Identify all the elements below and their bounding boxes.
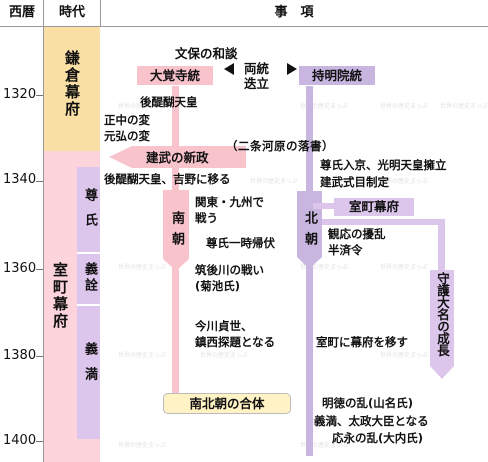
shugo-line: [438, 219, 445, 271]
header-events: 事 項: [274, 5, 314, 20]
watermark: 世界の歴史まっぷ: [440, 103, 488, 110]
event-chikugo-1: 筑後川の戦い: [195, 263, 264, 277]
event-godaigo: 後醍醐天皇: [140, 95, 198, 109]
event-imagawa-2: 鎮西探題となる: [195, 335, 276, 349]
event-chikugo-2: (菊池氏): [195, 279, 241, 293]
watermark: 世界の歴史まっぷ: [118, 103, 166, 110]
bakufu-box: 室町幕府: [334, 198, 414, 216]
shugo-shape: [430, 270, 454, 379]
event-meitoku: 明徳の乱(山名氏): [322, 396, 414, 410]
event-yoshimitsu-chancellor: 義満、太政大臣となる: [314, 414, 429, 428]
header-row: [0, 0, 488, 27]
jimyoin-box: 持明院統: [299, 66, 375, 85]
year-tick: [36, 95, 43, 96]
year-tick: [36, 269, 43, 270]
unify-box: 南北朝の合体: [163, 393, 291, 414]
year-label: 1380: [3, 348, 37, 363]
event-shochu: 正中の変: [104, 113, 150, 127]
era-kamakura-bar: [44, 27, 100, 151]
shogun-divider: [77, 304, 100, 306]
era-kamakura-label: 鎌倉幕府: [63, 50, 81, 118]
event-ryoto-1: 両統: [244, 61, 270, 76]
event-imagawa-1: 今川貞世、: [195, 319, 253, 333]
column-divider: [100, 0, 101, 26]
watermark: 世界の歴史まっぷ: [118, 264, 166, 271]
daikakuji-box: 大覚寺統: [137, 66, 213, 85]
event-kanto-1: 関東・九州で: [195, 195, 264, 209]
shogun-divider: [77, 252, 100, 254]
event-move: 室町に幕府を移す: [316, 335, 408, 349]
column-divider: [43, 0, 44, 462]
south-court-shape: [163, 190, 189, 271]
watermark: 世界の歴史まっぷ: [300, 103, 348, 110]
event-kanno: 観応の擾乱: [328, 227, 386, 241]
event-yoshino: 後醍醐天皇、吉野に移る: [104, 172, 231, 186]
watermark: 世界の歴史まっぷ: [300, 442, 348, 449]
shugo-connector: [322, 219, 444, 225]
bakufu-connector: [313, 203, 335, 209]
era-muromachi-label: 室町幕府: [51, 262, 69, 330]
event-ryoto-2: 迭立: [244, 76, 270, 91]
event-nijogawara: （二条河原の落書）: [226, 139, 334, 153]
header-year: 西暦: [8, 5, 35, 20]
north-court-shape: [297, 191, 322, 269]
north-court-line: [306, 86, 313, 456]
north-court-label: 北朝: [302, 211, 317, 253]
year-label: 1340: [3, 172, 37, 187]
watermark: 世界の歴史まっぷ: [250, 178, 298, 185]
watermark: 世界の歴史まっぷ: [118, 442, 166, 449]
header-era: 時代: [58, 5, 85, 20]
event-hanzei: 半済令: [328, 243, 363, 257]
watermark: 世界の歴史まっぷ: [300, 264, 348, 271]
shogun-takauji: 尊氏: [82, 188, 97, 238]
event-kenmu: 建武の新政: [146, 150, 209, 165]
south-court-label: 南朝: [169, 211, 184, 253]
event-return: 尊氏一時帰伏: [206, 236, 275, 250]
event-kenmu-shikimoku: 建武式目制定: [320, 175, 389, 189]
watermark: 世界の歴史まっぷ: [380, 103, 428, 110]
year-label: 1320: [3, 87, 37, 102]
era-shogun-bar: [77, 167, 100, 439]
year-tick: [36, 356, 43, 357]
kenmu-arrow: [109, 146, 246, 168]
year-label: 1360: [3, 261, 37, 276]
watermark: 世界の歴史まっぷ: [380, 352, 428, 359]
year-tick: [36, 441, 43, 442]
watermark: 世界の歴史まっぷ: [380, 178, 428, 185]
event-kanto-2: 戦う: [195, 211, 218, 225]
watermark: 世界の歴史まっぷ: [380, 264, 428, 271]
left-arrow-icon: [224, 63, 234, 75]
year-tick: [36, 181, 43, 182]
event-genko: 元弘の変: [104, 129, 150, 143]
shogun-yoshimitsu: 義満: [82, 342, 97, 392]
watermark: 世界の歴史まっぷ: [200, 352, 248, 359]
right-arrow-icon: [287, 63, 297, 75]
shugo-label: 守護大名の成長: [435, 272, 450, 356]
event-bunpo: 文保の和談: [175, 46, 238, 61]
event-takauji-kyoto: 尊氏入京、光明天皇擁立: [320, 158, 447, 172]
year-label: 1400: [3, 433, 37, 448]
watermark: 世界の歴史まっぷ: [118, 352, 166, 359]
event-oei: 応永の乱(大内氏): [332, 431, 424, 445]
shogun-yoshiakira: 義詮: [82, 262, 97, 294]
